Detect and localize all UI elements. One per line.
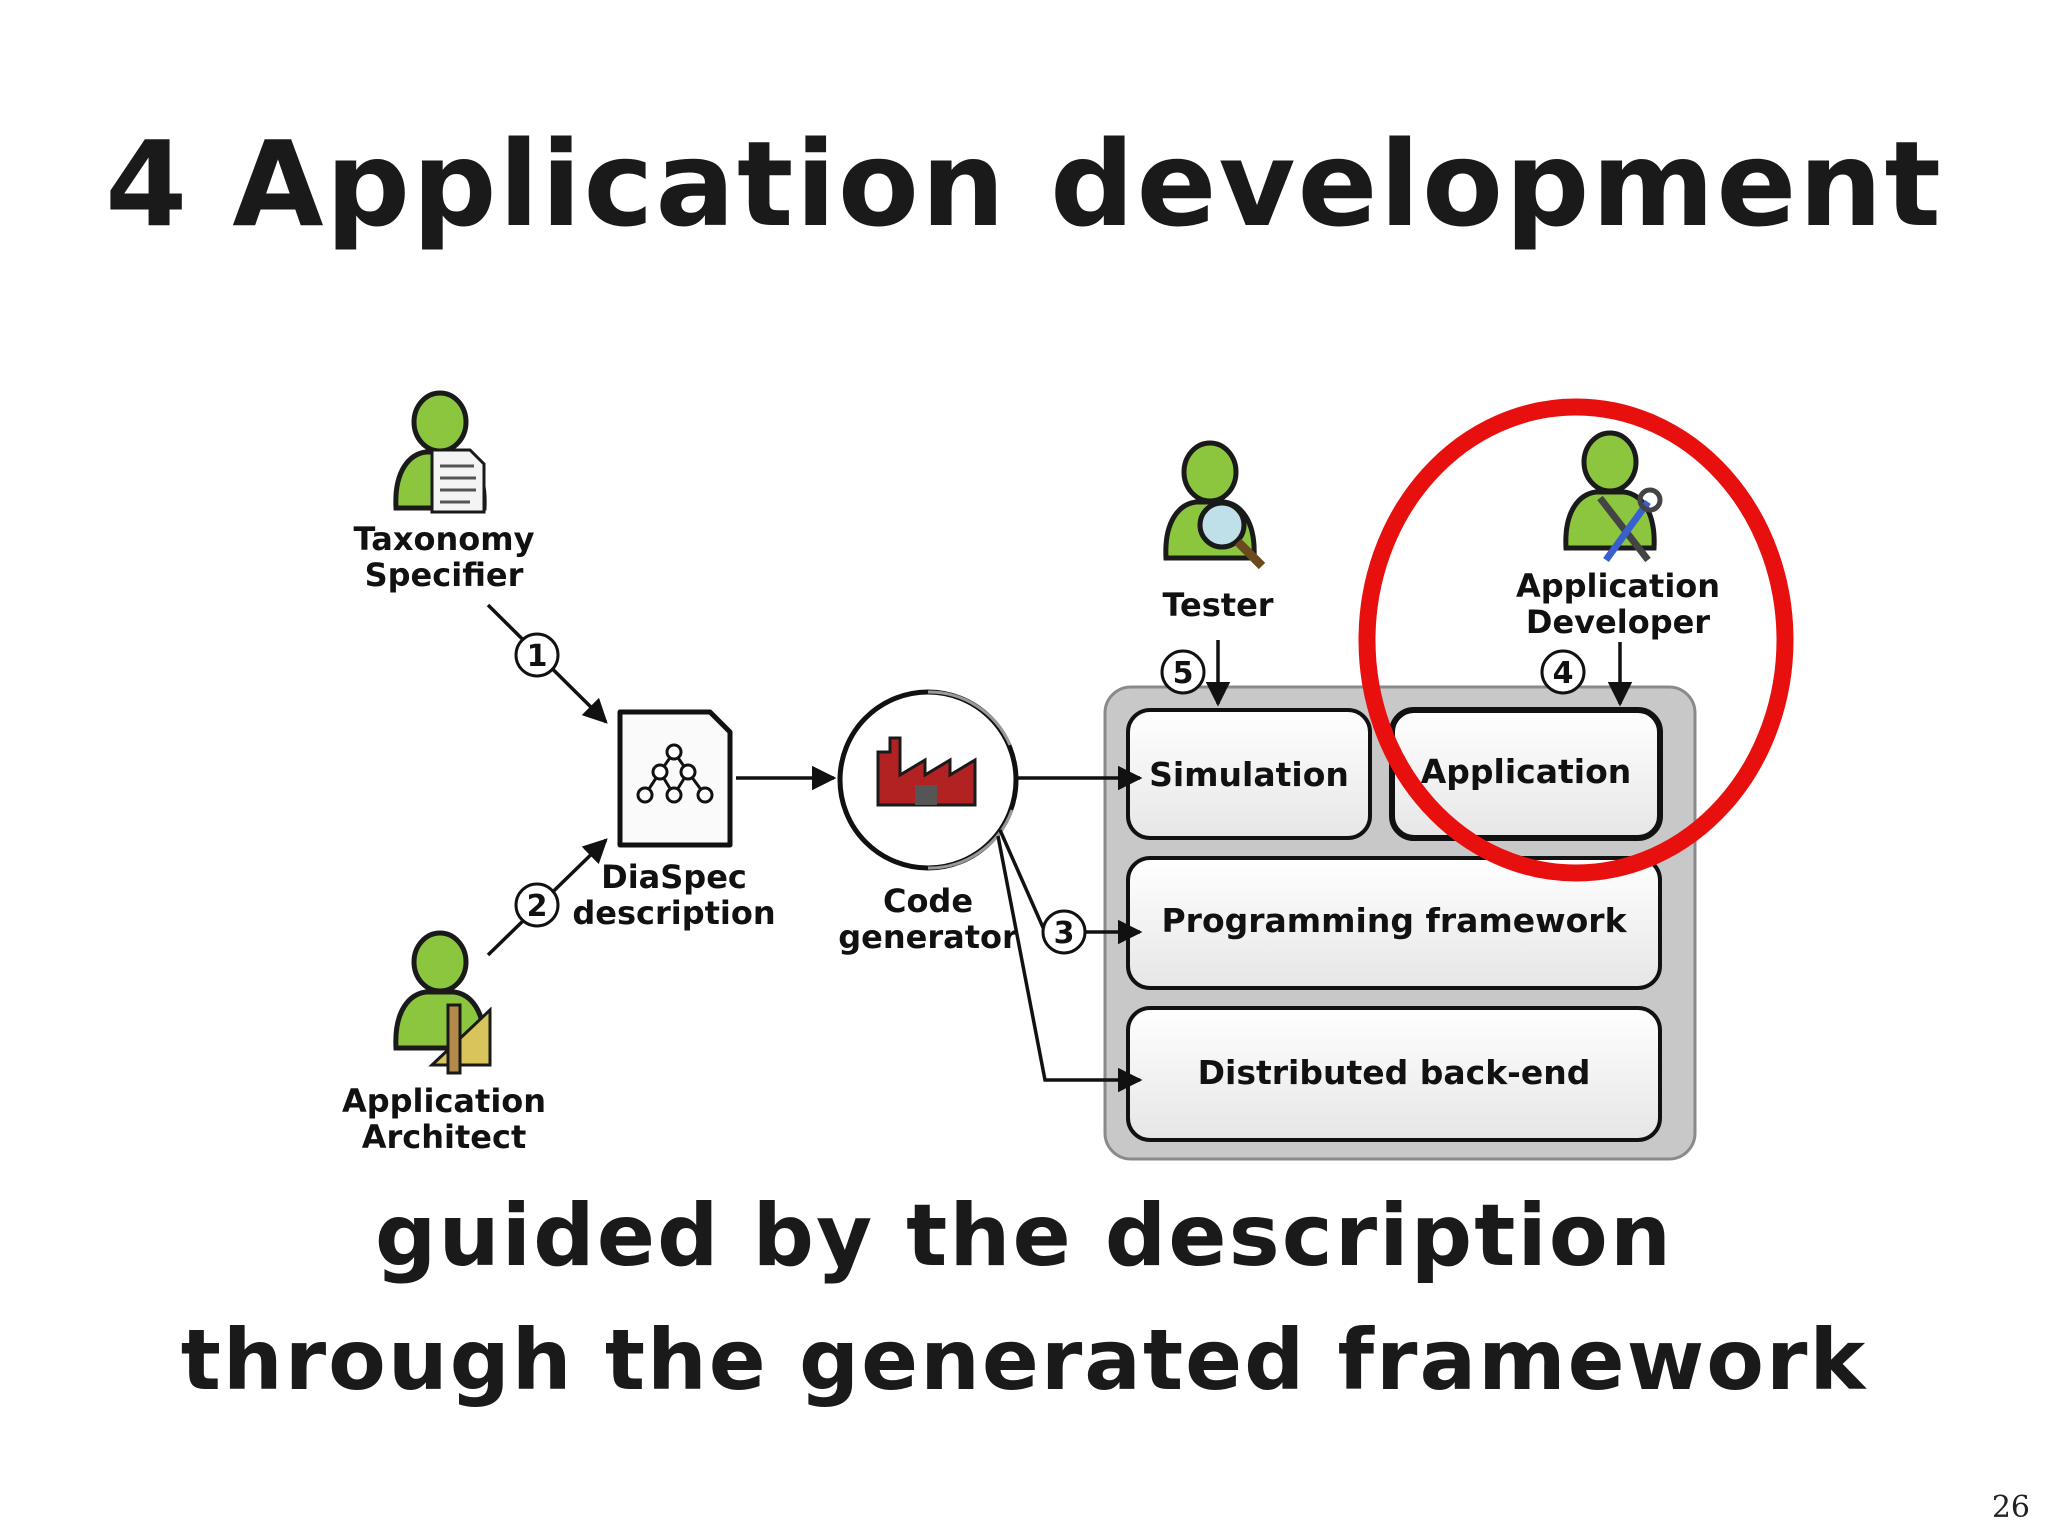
svg-text:4: 4	[1553, 656, 1574, 691]
simulation-box: Simulation	[1126, 708, 1372, 840]
highlight-circle	[1358, 398, 1794, 882]
taxonomy-specifier-person-icon	[396, 393, 486, 514]
step-4-badge: 4	[1540, 649, 1586, 695]
application-architect-person-icon	[396, 933, 492, 1075]
application-box: Application	[1389, 707, 1663, 841]
backend-label: Distributed back-end	[1198, 1053, 1591, 1092]
ruler-pencil-icon	[428, 1003, 492, 1075]
code-generator-label-line2: generator	[838, 918, 1018, 956]
diaspec-document-icon	[617, 709, 733, 848]
svg-text:3: 3	[1054, 916, 1075, 951]
tester-person-icon	[1166, 443, 1266, 570]
tester-label: Tester	[1162, 586, 1273, 624]
code-generator-label-line1: Code	[883, 882, 973, 920]
step-5-badge: 5	[1160, 649, 1206, 695]
application-developer-label-line1: Application	[1516, 567, 1720, 605]
application-label: Application	[1421, 752, 1632, 791]
tree-icon	[636, 743, 714, 804]
slide-title: 4 Application development	[105, 115, 1943, 253]
diaspec-label-line1: DiaSpec	[601, 858, 747, 896]
backend-box: Distributed back-end	[1126, 1006, 1662, 1142]
arrow-generator-to-backend	[996, 835, 1143, 1093]
programming-framework-label: Programming framework	[1161, 901, 1627, 940]
document-icon	[430, 448, 486, 514]
factory-icon	[876, 736, 977, 807]
simulation-label: Simulation	[1149, 755, 1349, 794]
application-architect-label-line1: Application	[342, 1082, 546, 1120]
subtitle-line-1: guided by the description	[374, 1186, 1674, 1286]
magnifier-icon	[1197, 500, 1266, 570]
programming-framework-box: Programming framework	[1126, 856, 1662, 990]
page-number: 26	[1991, 1490, 2030, 1525]
step-2-badge: 2	[514, 882, 560, 928]
application-developer-person-icon	[1566, 433, 1663, 563]
svg-text:5: 5	[1173, 656, 1194, 691]
taxonomy-specifier-label-line1: Taxonomy	[354, 520, 535, 558]
subtitle-line-2: through the generated framework	[180, 1311, 1868, 1409]
step-3-badge: 3	[1041, 909, 1087, 955]
svg-text:2: 2	[527, 889, 548, 924]
application-architect-label-line2: Architect	[362, 1118, 527, 1156]
code-generator-icon	[837, 689, 1019, 871]
wrench-screwdriver-icon	[1597, 487, 1663, 563]
svg-text:1: 1	[527, 639, 548, 674]
application-developer-label-line2: Developer	[1526, 603, 1710, 641]
step-1-badge: 1	[514, 632, 560, 678]
diaspec-label-line2: description	[572, 894, 775, 932]
taxonomy-specifier-label-line2: Specifier	[365, 556, 524, 594]
